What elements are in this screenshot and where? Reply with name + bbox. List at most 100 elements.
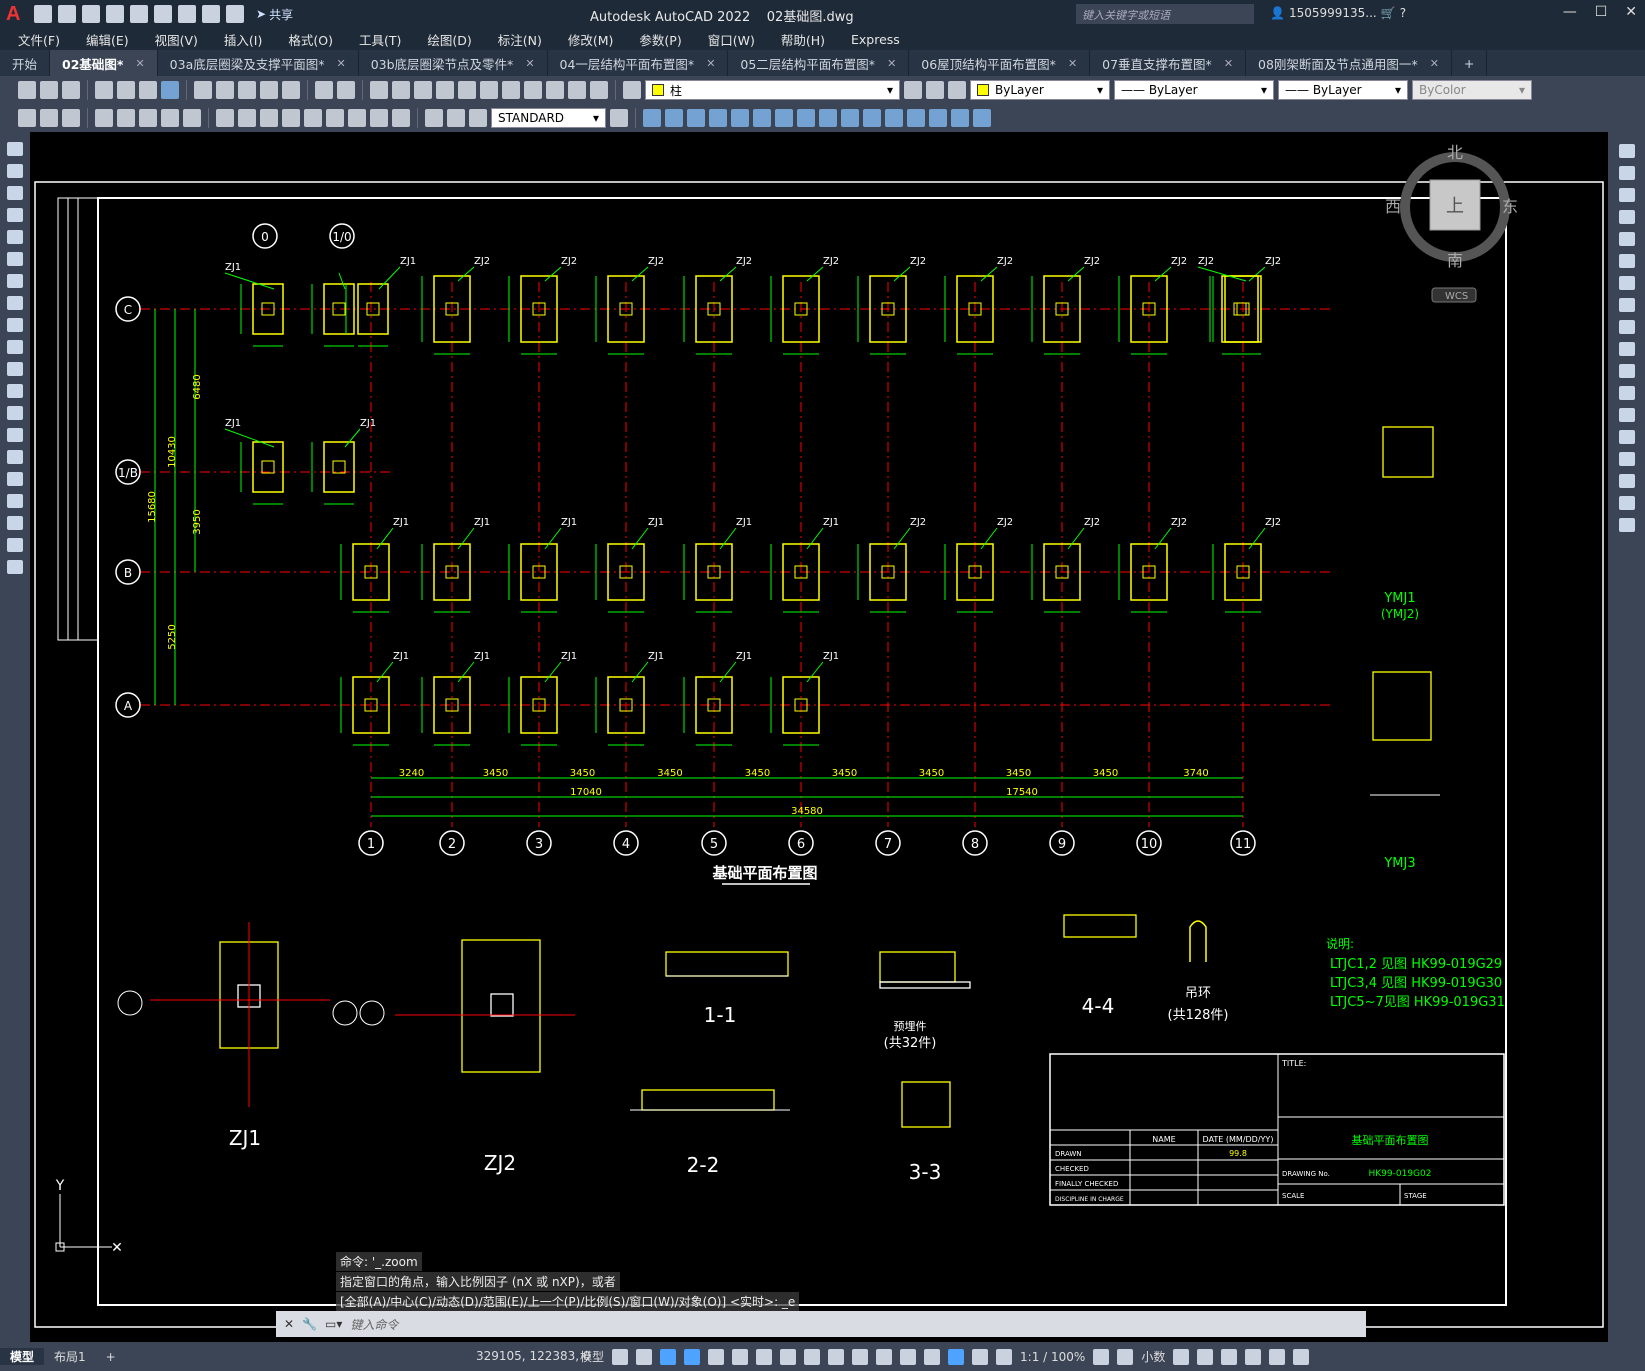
recent-commands-icon[interactable]: ▭▾	[325, 1317, 343, 1331]
table-icon[interactable]	[7, 516, 23, 530]
publish-icon[interactable]	[139, 81, 157, 99]
center-mark-icon[interactable]	[348, 109, 366, 127]
annotation-scale-icon[interactable]	[996, 1348, 1013, 1365]
selection-cycling-icon[interactable]	[828, 1348, 845, 1365]
file-tab-0[interactable]: 开始	[0, 50, 51, 76]
extrude-icon[interactable]	[687, 109, 705, 127]
union-icon[interactable]	[753, 109, 771, 127]
lineweight-dropdown[interactable]: —— ByLayer▾	[1278, 80, 1408, 100]
render-icon[interactable]	[907, 109, 925, 127]
close-icon[interactable]: ✕	[284, 1317, 295, 1331]
menu-item-2[interactable]: 视图(V)	[154, 32, 198, 48]
cylinder-icon[interactable]	[665, 109, 683, 127]
dim-radius-icon[interactable]	[117, 109, 135, 127]
calculator-icon[interactable]	[568, 81, 586, 99]
dim-style-icon[interactable]	[610, 109, 628, 127]
mirror-icon[interactable]	[1618, 188, 1635, 202]
properties-icon[interactable]	[458, 81, 476, 99]
menu-item-10[interactable]: 窗口(W)	[707, 32, 755, 48]
3d-osnap-icon[interactable]	[852, 1348, 869, 1365]
visual-style-icon[interactable]	[885, 109, 903, 127]
layout-tab-model[interactable]: 模型	[0, 1348, 45, 1365]
help-icon[interactable]	[590, 81, 608, 99]
zoom-previous-icon[interactable]	[436, 81, 454, 99]
scale-icon[interactable]	[1618, 298, 1635, 312]
file-tab-1[interactable]: 02基础图*✕	[50, 50, 158, 76]
help-icon[interactable]: ?	[1399, 6, 1407, 20]
layer-states-icon[interactable]	[948, 81, 966, 99]
annotation-visibility-icon[interactable]	[948, 1348, 965, 1365]
viewcube-west[interactable]: 西	[1385, 197, 1401, 216]
dim-style-dropdown[interactable]: STANDARD▾	[491, 108, 606, 128]
camera-icon[interactable]	[929, 109, 947, 127]
3d-rotate-icon[interactable]	[863, 109, 881, 127]
file-tab-2[interactable]: 03a底层圈梁及支撑平面图*✕	[158, 50, 359, 76]
array-icon[interactable]	[1618, 232, 1635, 246]
add-layout-button[interactable]: +	[105, 1349, 116, 1364]
selection-filter-icon[interactable]	[900, 1348, 917, 1365]
polyline-icon[interactable]	[7, 186, 23, 200]
menu-item-12[interactable]: Express	[850, 31, 900, 47]
tolerance-icon[interactable]	[326, 109, 344, 127]
polygon-icon[interactable]	[7, 208, 23, 222]
new-icon[interactable]	[34, 5, 52, 23]
maximize-icon[interactable]: ☐	[1594, 4, 1608, 20]
menu-item-0[interactable]: 文件(F)	[18, 32, 60, 48]
hatch-icon[interactable]	[7, 450, 23, 464]
dim-text-edit-icon[interactable]	[447, 109, 465, 127]
close-tab-icon[interactable]: ✕	[1429, 56, 1439, 70]
open-icon[interactable]	[40, 81, 58, 99]
ortho-icon[interactable]	[660, 1348, 677, 1365]
break-at-point-icon[interactable]	[1618, 386, 1635, 400]
quick-dim-icon[interactable]	[216, 109, 234, 127]
menu-item-9[interactable]: 参数(P)	[639, 32, 682, 48]
revision-cloud-icon[interactable]	[7, 296, 23, 310]
ellipse-arc-icon[interactable]	[7, 362, 23, 376]
break-icon[interactable]	[1618, 408, 1635, 422]
viewcube-north[interactable]: 北	[1447, 143, 1463, 162]
walk-icon[interactable]	[951, 109, 969, 127]
arc-icon[interactable]	[7, 252, 23, 266]
cart-icon[interactable]: 🛒	[1380, 6, 1396, 20]
layout-tab-layout1[interactable]: 布局1	[54, 1350, 86, 1364]
design-center-icon[interactable]	[480, 81, 498, 99]
rectangle-icon[interactable]	[7, 230, 23, 244]
plot-icon[interactable]	[95, 81, 113, 99]
close-tab-icon[interactable]: ✕	[336, 56, 346, 70]
sweep-icon[interactable]	[731, 109, 749, 127]
pan-icon[interactable]	[370, 81, 388, 99]
close-tab-icon[interactable]: ✕	[887, 56, 897, 70]
3d-print-icon[interactable]	[161, 81, 179, 99]
save-to-web-icon[interactable]	[154, 5, 172, 23]
layer-previous-icon[interactable]	[926, 81, 944, 99]
command-input[interactable]: 键入命令	[350, 1317, 399, 1332]
share-button[interactable]: ➤共享	[256, 6, 293, 23]
open-from-web-icon[interactable]	[130, 5, 148, 23]
customize-icon[interactable]: 🔧	[302, 1317, 318, 1331]
gizmo-icon[interactable]	[924, 1348, 941, 1365]
dim-edit-icon[interactable]	[425, 109, 443, 127]
stretch-icon[interactable]	[1618, 320, 1635, 334]
intersect-icon[interactable]	[797, 109, 815, 127]
undo-icon[interactable]	[202, 5, 220, 23]
dim-diameter-icon[interactable]	[161, 109, 179, 127]
polar-icon[interactable]	[684, 1348, 701, 1365]
slice-icon[interactable]	[819, 109, 837, 127]
dim-aligned-icon[interactable]	[40, 109, 58, 127]
new-tab-button[interactable]: +	[1452, 50, 1488, 76]
dim-ordinate-icon[interactable]	[95, 109, 113, 127]
plotstyle-dropdown[interactable]: ByColor▾	[1412, 80, 1532, 100]
make-current-icon[interactable]	[904, 81, 922, 99]
search-input[interactable]: 键入关键字或短语	[1076, 4, 1254, 24]
lineweight-icon[interactable]	[780, 1348, 797, 1365]
rotate-icon[interactable]	[1618, 276, 1635, 290]
clean-screen-icon[interactable]	[1269, 1348, 1286, 1365]
offset-icon[interactable]	[1618, 210, 1635, 224]
markup-icon[interactable]	[546, 81, 564, 99]
isodraft-icon[interactable]	[708, 1348, 725, 1365]
menu-item-7[interactable]: 标注(N)	[497, 32, 542, 48]
blend-curves-icon[interactable]	[1618, 496, 1635, 510]
viewcube-south[interactable]: 南	[1447, 251, 1463, 270]
plot-preview-icon[interactable]	[117, 81, 135, 99]
close-tab-icon[interactable]: ✕	[1067, 56, 1078, 70]
